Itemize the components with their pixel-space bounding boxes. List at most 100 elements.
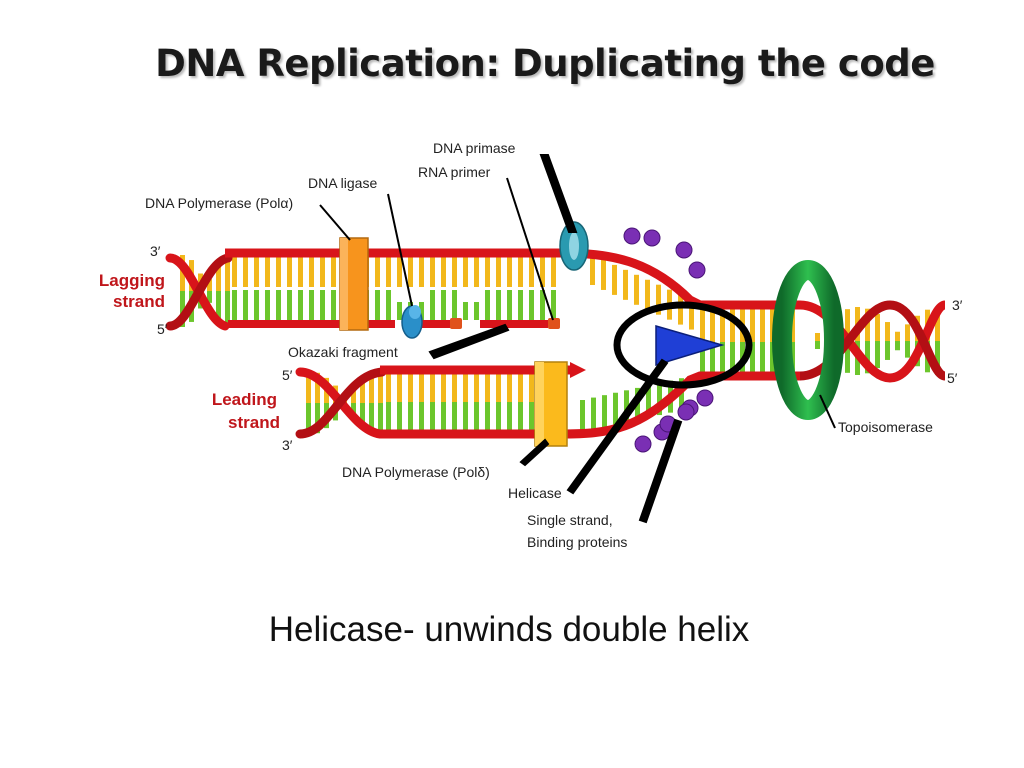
base-pair (485, 374, 490, 402)
dna-polymerase-alpha (339, 237, 369, 331)
base-pair (590, 255, 595, 285)
base-pair (518, 374, 523, 402)
base-pair (496, 374, 501, 402)
topoisomerase (772, 260, 844, 420)
base-pair (645, 279, 650, 310)
base-pair (369, 374, 374, 403)
base-pair (378, 403, 383, 435)
ssb-protein (675, 241, 693, 259)
base-pair (397, 257, 402, 287)
base-pair (408, 402, 413, 430)
label-dna-primase: DNA primase (433, 140, 516, 156)
ssb-protein (677, 403, 695, 421)
base-pair (408, 374, 413, 402)
base-pair (254, 257, 259, 287)
base-pair (485, 257, 490, 287)
base-pair (397, 374, 402, 402)
end-right-bottom: 5′ (947, 370, 958, 386)
base-pair (760, 309, 765, 342)
base-pair (441, 257, 446, 287)
base-pair (265, 290, 270, 320)
base-pair (551, 290, 556, 320)
base-pair (474, 257, 479, 287)
base-pair (551, 257, 556, 287)
base-pair (441, 402, 446, 430)
base-pair (845, 309, 850, 341)
base-pair (602, 395, 607, 428)
base-pair (463, 374, 468, 402)
base-pair (232, 290, 237, 320)
base-pair (760, 342, 765, 374)
base-pair (720, 309, 725, 342)
base-pair (540, 257, 545, 287)
base-pair (430, 290, 435, 320)
base-pair (375, 257, 380, 287)
leading-strand-label-1: Leading (212, 390, 277, 409)
base-pair (386, 290, 391, 320)
base-pair (441, 290, 446, 320)
ssb-protein (634, 435, 652, 453)
base-pair (875, 341, 880, 369)
base-pair (730, 309, 735, 342)
base-pair (386, 402, 391, 430)
helicase-highlight-ring (613, 301, 753, 389)
base-pair (518, 402, 523, 430)
base-pair (496, 290, 501, 320)
end-lead-top: 5′ (282, 367, 293, 383)
base-pair (529, 290, 534, 320)
base-pair (485, 402, 490, 430)
base-pair (730, 342, 735, 374)
base-pair (276, 257, 281, 287)
base-pair (474, 402, 479, 430)
leading-strand-arrow (570, 362, 586, 378)
base-pair (315, 372, 320, 403)
base-pair (287, 257, 292, 287)
base-pair (276, 290, 281, 320)
base-pair (529, 257, 534, 287)
base-pair (309, 257, 314, 287)
base-pair (419, 302, 424, 320)
label-helicase: Helicase (508, 485, 562, 501)
base-pair (580, 400, 585, 432)
base-pair (180, 291, 185, 327)
base-pair (463, 402, 468, 430)
base-pair (656, 284, 661, 315)
base-pair (232, 257, 237, 287)
base-pair (700, 342, 705, 374)
lagging-helix-twist (165, 253, 233, 331)
base-pair (750, 342, 755, 374)
base-pair (397, 302, 402, 320)
base-pair (770, 342, 775, 374)
base-pair (591, 397, 596, 430)
base-pair (865, 308, 870, 341)
base-pair (507, 374, 512, 402)
dna-primase (559, 221, 589, 271)
base-pair (207, 279, 212, 291)
label-dna-ligase: DNA ligase (308, 175, 377, 191)
end-lag-top: 3′ (150, 243, 161, 259)
base-pair (875, 313, 880, 341)
base-pair (700, 309, 705, 342)
label-pol-alpha: DNA Polymerase (Polα) (145, 195, 293, 211)
base-pair (496, 402, 501, 430)
base-pair (935, 341, 940, 375)
base-pair (306, 403, 311, 435)
base-pair (386, 374, 391, 402)
base-pair (905, 341, 910, 358)
base-pair (430, 374, 435, 402)
base-pair (710, 342, 715, 374)
label-ssb-line1: Single strand, (527, 512, 613, 528)
end-right-top: 3′ (952, 297, 963, 313)
base-pair (397, 402, 402, 430)
slide-caption: Helicase- unwinds double helix (268, 610, 750, 649)
base-pair (507, 290, 512, 320)
lagging-strand-label-1: Lagging (99, 271, 165, 290)
base-pair (452, 290, 457, 320)
base-pair (678, 294, 683, 325)
dna-polymerase-delta (534, 361, 568, 447)
base-pair (613, 392, 618, 425)
base-pair (895, 331, 900, 341)
helicase (655, 325, 725, 367)
base-pair (815, 333, 820, 341)
